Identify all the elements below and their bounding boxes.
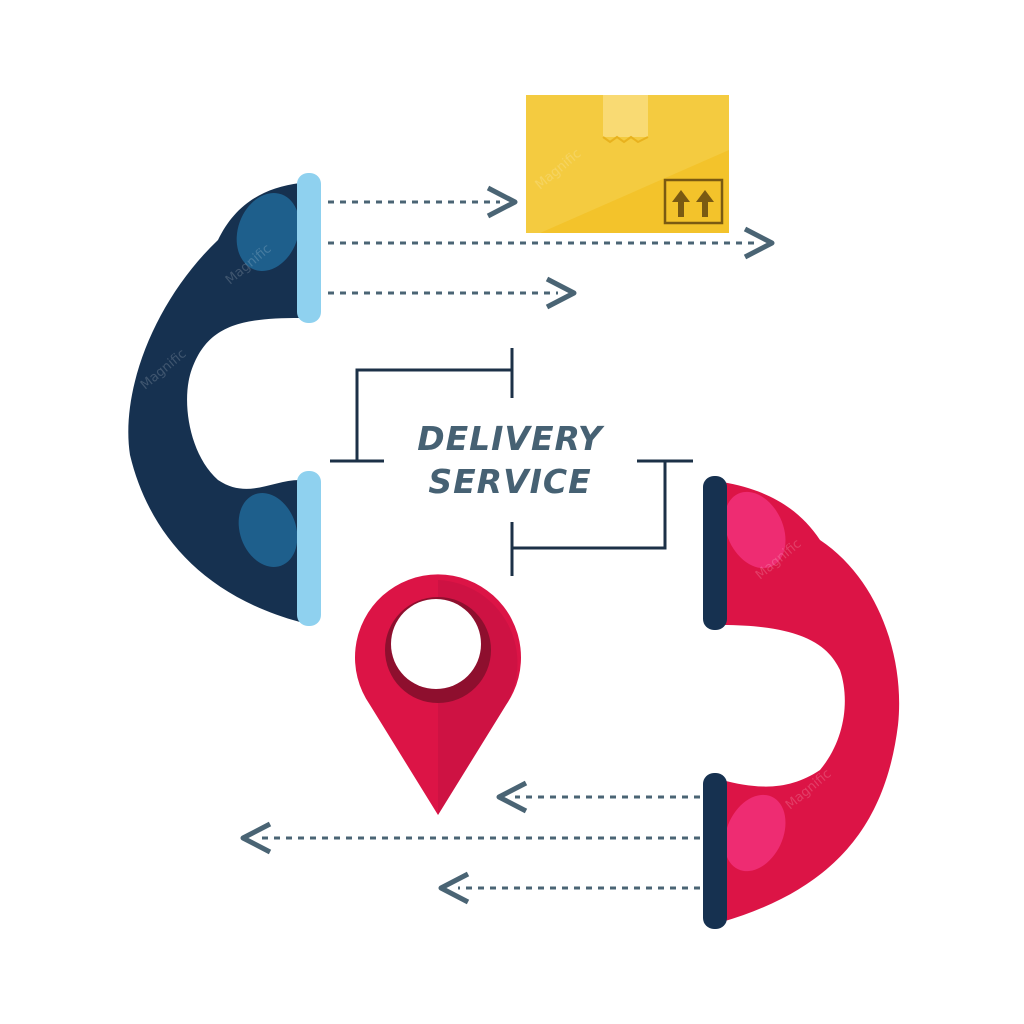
bracket-bottom-right <box>512 461 667 550</box>
arrow-head-5 <box>240 821 272 855</box>
navy-handset-bottom-earpiece <box>297 471 321 626</box>
box-tape-edge <box>602 135 649 144</box>
incoming-arrows <box>240 780 700 905</box>
arrow-head-3 <box>545 276 577 310</box>
title-line-2: SERVICE <box>428 462 591 501</box>
arrow-head-1 <box>486 185 518 219</box>
box-tape <box>603 95 648 137</box>
red-handset-bottom-earpiece <box>703 773 727 929</box>
navy-handset-top-earpiece <box>297 173 321 323</box>
navy-phone-handset-icon <box>128 173 321 626</box>
arrow-head-6 <box>438 871 470 905</box>
red-phone-handset-icon <box>703 476 900 929</box>
title-brackets <box>330 348 693 576</box>
arrow-head-4 <box>496 780 528 814</box>
navy-handset-bottom-highlight <box>238 493 298 567</box>
navy-handset-top-highlight <box>236 193 300 271</box>
cardboard-box-icon <box>526 95 729 233</box>
red-handset-top-highlight <box>724 491 786 569</box>
title-line-1: DELIVERY <box>417 419 605 458</box>
box-shading <box>526 95 729 233</box>
outgoing-arrows <box>328 185 775 310</box>
pin-hole <box>391 599 481 689</box>
red-handset-top-earpiece <box>703 476 727 630</box>
arrow-head-2 <box>743 226 775 260</box>
red-handset-bottom-highlight <box>724 794 786 872</box>
this-side-up-arrows-icon <box>663 178 724 225</box>
bracket-top-left <box>355 368 512 461</box>
location-pin-icon <box>355 574 521 815</box>
